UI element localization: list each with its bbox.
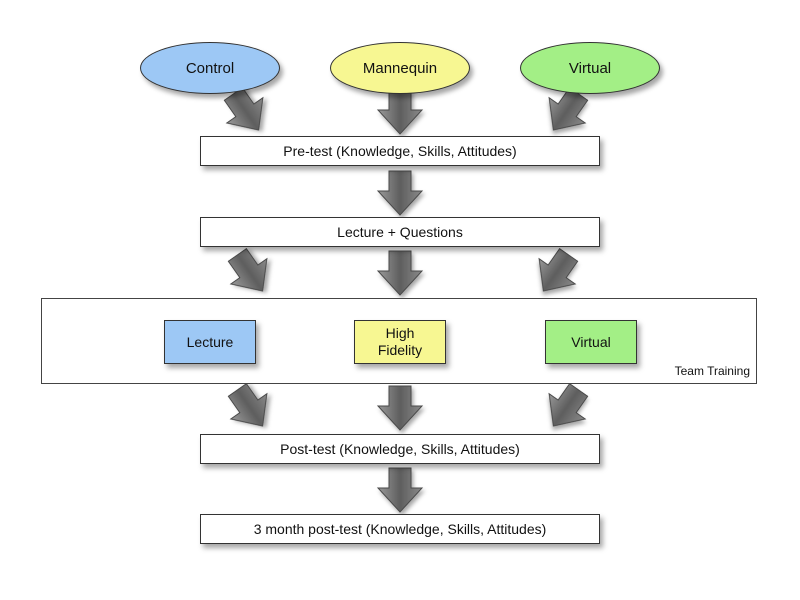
pretest-box: Pre-test (Knowledge, Skills, Attitudes) xyxy=(200,136,600,166)
mode-high-fidelity-label: High Fidelity xyxy=(377,325,423,358)
mode-virtual-label: Virtual xyxy=(571,333,611,350)
mode-high-fidelity: High Fidelity xyxy=(354,320,446,364)
arrow-lecture-to-lecture-mode xyxy=(227,247,268,292)
group-control-label: Control xyxy=(185,59,235,77)
group-virtual-label: Virtual xyxy=(568,59,612,77)
group-virtual: Virtual xyxy=(520,42,660,94)
arrow-pretest-to-lecture xyxy=(376,170,424,216)
arrow-virtual-to-pretest xyxy=(548,86,589,131)
posttest-label: Post-test (Knowledge, Skills, Attitudes) xyxy=(280,441,520,457)
arrow-mannequin-to-pretest xyxy=(376,89,424,135)
team-training-label: Team Training xyxy=(674,364,750,378)
group-control: Control xyxy=(140,42,280,94)
followup-box: 3 month post-test (Knowledge, Skills, At… xyxy=(200,514,600,544)
mode-lecture-label: Lecture xyxy=(186,333,234,350)
arrow-lecture-mode-to-posttest xyxy=(227,382,268,427)
group-mannequin: Mannequin xyxy=(330,42,470,94)
arrow-posttest-to-followup xyxy=(376,467,424,513)
posttest-box: Post-test (Knowledge, Skills, Attitudes) xyxy=(200,434,600,464)
lecture-label: Lecture + Questions xyxy=(337,224,463,240)
followup-label: 3 month post-test (Knowledge, Skills, At… xyxy=(253,521,547,537)
mode-virtual: Virtual xyxy=(545,320,637,364)
arrow-high-fidelity-to-posttest xyxy=(376,385,424,431)
mode-lecture: Lecture xyxy=(164,320,256,364)
arrow-lecture-to-virtual-mode xyxy=(538,247,579,292)
arrow-virtual-mode-to-posttest xyxy=(548,382,589,427)
arrow-lecture-to-high-fidelity xyxy=(376,250,424,296)
pretest-label: Pre-test (Knowledge, Skills, Attitudes) xyxy=(283,143,517,159)
lecture-box: Lecture + Questions xyxy=(200,217,600,247)
group-mannequin-label: Mannequin xyxy=(362,59,438,77)
